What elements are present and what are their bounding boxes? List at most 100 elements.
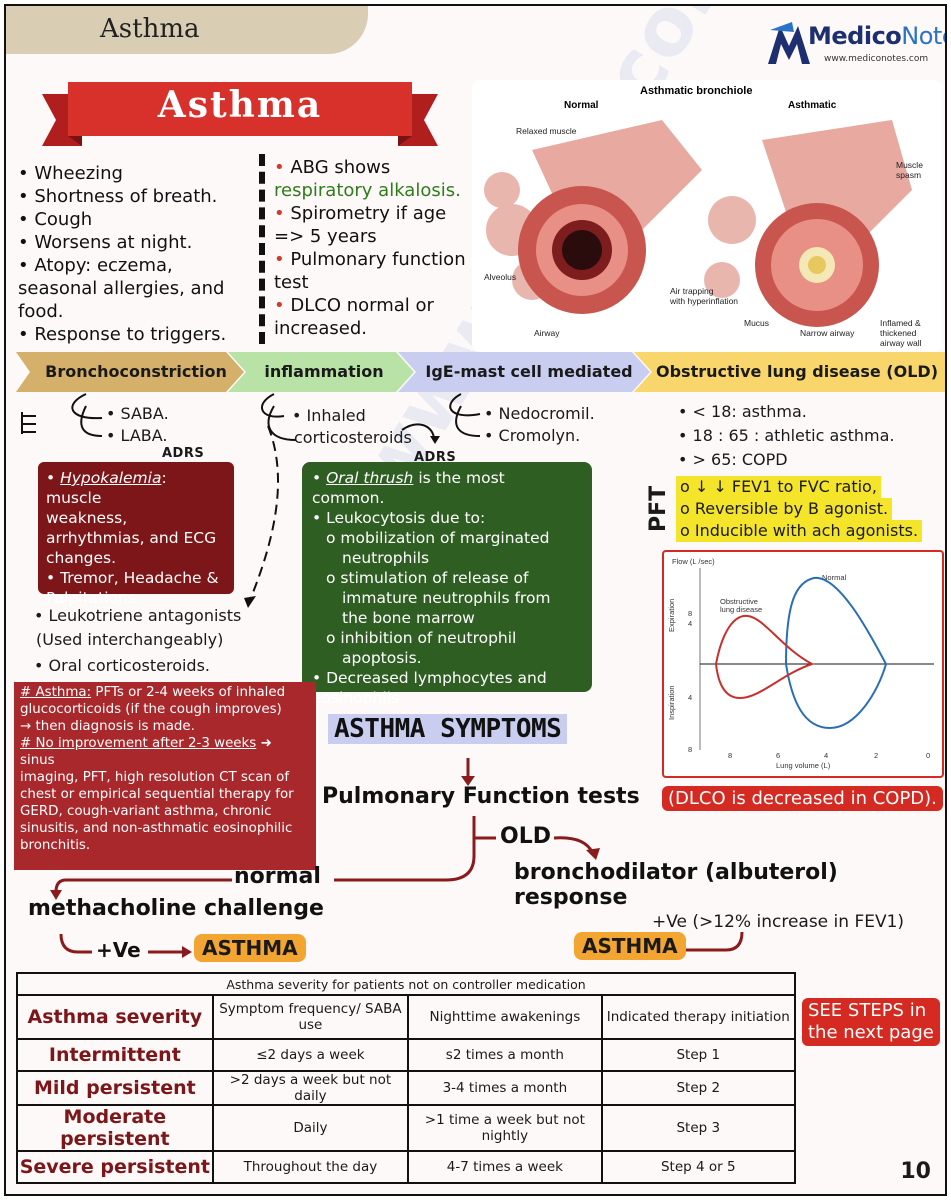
old-age-2: • 18 : 65 : athletic asthma. [678, 426, 895, 445]
svg-text:Airway: Airway [534, 328, 560, 338]
logo-mark-icon [768, 22, 810, 64]
ics-label: • Inhaled [292, 406, 366, 425]
svg-text:Asthmatic: Asthmatic [788, 100, 837, 111]
list-item: • Shortness of breath. [18, 186, 218, 207]
pft-step: Pulmonary Function tests [322, 784, 640, 809]
svg-text:Alveolus: Alveolus [484, 272, 516, 282]
logo: MedicoNotes www.mediconotes.com [764, 18, 945, 74]
asthma-result-left: ASTHMA [194, 934, 306, 962]
asthma-severity-table: Asthma severity for patients not on cont… [16, 972, 797, 1184]
svg-text:with hyperinflation: with hyperinflation [669, 296, 738, 306]
header-tab: Asthma [6, 6, 368, 54]
ocs-label: • Oral corticosteroids. [34, 656, 210, 675]
banner-title: Asthma [157, 84, 323, 126]
list-item: • Cough [18, 209, 93, 230]
list-item: • Worsens at night. [18, 232, 193, 253]
lta-label: • Leukotriene antagonists [34, 606, 242, 625]
broncho-adr-box: • Hypokalemia: muscle weakness, arrhythm… [38, 462, 234, 607]
logo-text: MedicoNotes [808, 22, 945, 50]
normal-step: normal [234, 864, 321, 889]
svg-text:Expiration: Expiration [667, 599, 676, 632]
bronchiole-illustration: Asthmatic bronchiole Normal Asthmatic Re… [472, 80, 942, 352]
arrow-old: Obstructive lung disease (OLD) [655, 362, 939, 381]
mechanism-arrows: Bronchoconstriction inflammation IgE-mas… [16, 352, 945, 392]
arrow-inflammation: inflammation [264, 362, 384, 381]
saba-label: • SABA. [106, 404, 169, 423]
table-caption: Asthma severity for patients not on cont… [16, 972, 796, 996]
table-header: Symptom frequency/ SABA use [211, 994, 410, 1040]
flow-volume-loop: Flow (L /sec) Expiration Inspiration Obs… [662, 550, 944, 778]
symptom-list: • Wheezing • Shortness of breath. • Coug… [18, 162, 263, 346]
ribbon-icon [42, 82, 438, 146]
positive-left: +Ve [96, 938, 141, 962]
ics-adr-box: • Oral thrush is the most common. • Leuk… [302, 462, 592, 707]
svg-text:Narrow airway: Narrow airway [800, 328, 855, 338]
svg-text:Flow (L /sec): Flow (L /sec) [672, 557, 715, 566]
svg-text:2: 2 [874, 751, 878, 760]
flow-volume-chart: Flow (L /sec) Expiration Inspiration Obs… [667, 557, 934, 770]
old-age-3: • > 65: COPD [678, 450, 788, 469]
title-banner: Asthma [42, 80, 438, 152]
dlco-note: (DLCO is decreased in COPD). [662, 786, 943, 811]
svg-text:4: 4 [824, 751, 828, 760]
svg-text:4: 4 [688, 619, 692, 628]
svg-text:lung disease: lung disease [720, 605, 762, 614]
connector-lines [21, 393, 744, 958]
list-item: • Response to triggers. [18, 324, 227, 345]
svg-text:Obstructive: Obstructive [720, 597, 758, 606]
svg-text:Mucus: Mucus [744, 318, 769, 328]
svg-text:Relaxed muscle: Relaxed muscle [516, 126, 577, 136]
arrow-bronchoconstriction: Bronchoconstriction [45, 362, 227, 381]
svg-text:8: 8 [688, 745, 692, 754]
svg-text:8: 8 [728, 751, 732, 760]
asthma-symptoms-title: ASTHMA SYMPTOMS [328, 714, 568, 744]
ics-label-b: corticosteroids [294, 428, 412, 447]
svg-text:Normal: Normal [822, 573, 847, 582]
table-header: Nighttime awakenings [407, 994, 603, 1040]
asthma-result-right: ASTHMA [574, 932, 686, 960]
svg-text:Air trapping: Air trapping [670, 286, 714, 296]
svg-text:Inspiration: Inspiration [667, 685, 676, 720]
page: www.mediconotes.com Asthma MedicoNotes w… [4, 4, 947, 1196]
table-row: Intermittent ≤2 days a week s2 times a m… [16, 1038, 797, 1072]
list-item: seasonal allergies, and [18, 278, 225, 299]
positive-right: +Ve (>12% increase in FEV1) [652, 912, 905, 932]
list-item: • Atopy: eczema, [18, 255, 173, 276]
table-row: Mild persistent >2 days a week but not d… [16, 1070, 797, 1106]
svg-text:0: 0 [926, 751, 930, 760]
adrs-label-broncho: ADRS [162, 446, 205, 461]
svg-text:Muscle: Muscle [896, 160, 923, 170]
svg-text:Inflamed &: Inflamed & [880, 318, 921, 328]
laba-label: • LABA. [106, 426, 168, 445]
svg-text:4: 4 [688, 693, 692, 702]
bronchiole-image: Asthmatic bronchiole Normal Asthmatic Re… [484, 85, 923, 348]
pft-finding-3: o Inducible with ach agonists. [676, 520, 923, 542]
bronchodilator-step: bronchodilator (albuterol) response [514, 860, 838, 910]
pft-finding-2: o Reversible by B agonist. [676, 498, 893, 520]
arrow-shapes [16, 352, 945, 392]
see-steps-note: SEE STEPS in the next page [802, 998, 940, 1046]
header-title: Asthma [100, 14, 200, 44]
table-header: Asthma severity [16, 994, 214, 1040]
old-age-1: • < 18: asthma. [678, 402, 807, 421]
old-step: OLD [500, 824, 551, 849]
pft-vertical-label: PFT [646, 485, 671, 532]
table-header: Indicated therapy initiation [600, 994, 797, 1040]
svg-text:6: 6 [776, 751, 780, 760]
svg-text:Normal: Normal [564, 100, 599, 111]
arrow-ige: IgE-mast cell mediated [425, 362, 633, 381]
table-row: Severe persistent Throughout the day 4-7… [16, 1150, 797, 1184]
svg-text:airway wall: airway wall [880, 338, 922, 348]
methacholine-step: methacholine challenge [28, 896, 324, 921]
pft-finding-1: o ↓ ↓ FEV1 to FVC ratio, [676, 476, 881, 498]
svg-text:8: 8 [688, 609, 692, 618]
list-item: • Wheezing [18, 163, 123, 184]
svg-text:Lung volume (L): Lung volume (L) [776, 761, 831, 770]
page-number: 10 [900, 1159, 931, 1184]
svg-text:Asthmatic bronchiole: Asthmatic bronchiole [640, 85, 752, 97]
column-divider [259, 154, 269, 344]
svg-text:thickened: thickened [880, 328, 917, 338]
logo-url: www.mediconotes.com [824, 54, 929, 64]
table-row: Moderate persistent Daily >1 time a week… [16, 1104, 797, 1152]
svg-text:spasm: spasm [896, 170, 921, 180]
